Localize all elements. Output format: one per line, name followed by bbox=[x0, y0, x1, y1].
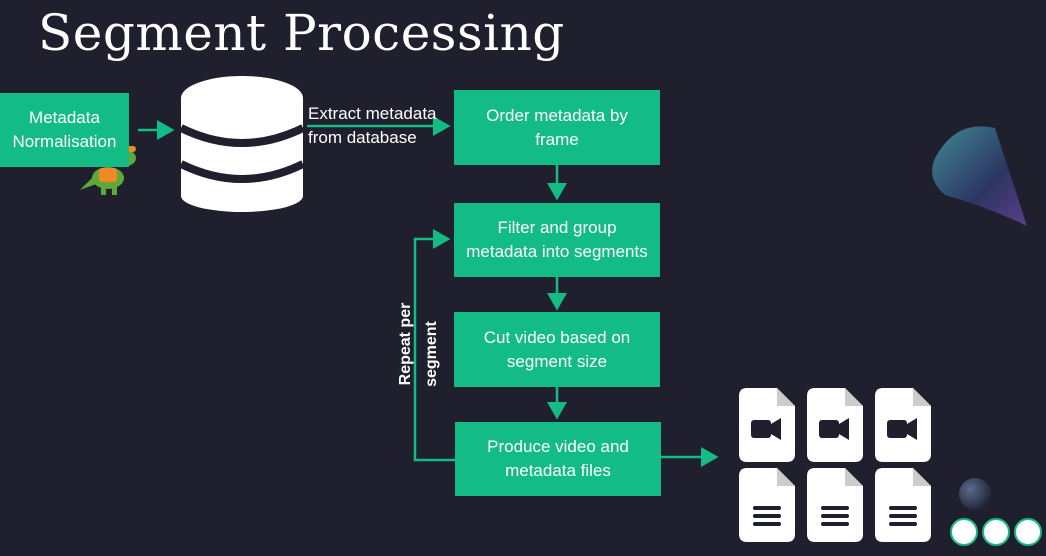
database-icon bbox=[179, 76, 305, 212]
produce-files-box: Produce video and metadata files bbox=[455, 422, 661, 496]
loop-back-arrow bbox=[413, 229, 455, 462]
repeat-label-line1: Repeat per bbox=[397, 302, 414, 386]
extract-label-line2: from database bbox=[308, 128, 417, 147]
extract-label-line1: Extract metadata bbox=[308, 104, 437, 123]
sphere-decoration bbox=[959, 478, 991, 510]
cone-decoration bbox=[932, 126, 1027, 226]
order-metadata-box: Order metadata by frame bbox=[454, 90, 660, 165]
cut-video-box: Cut video based on segment size bbox=[454, 312, 660, 387]
three-dots-decoration bbox=[950, 518, 1042, 546]
repeat-label-line2: segment bbox=[423, 321, 440, 387]
metadata-normalisation-box: Metadata Normalisation bbox=[0, 93, 129, 167]
filter-group-box: Filter and group metadata into segments bbox=[454, 203, 660, 277]
page-title: Segment Processing bbox=[38, 4, 565, 62]
